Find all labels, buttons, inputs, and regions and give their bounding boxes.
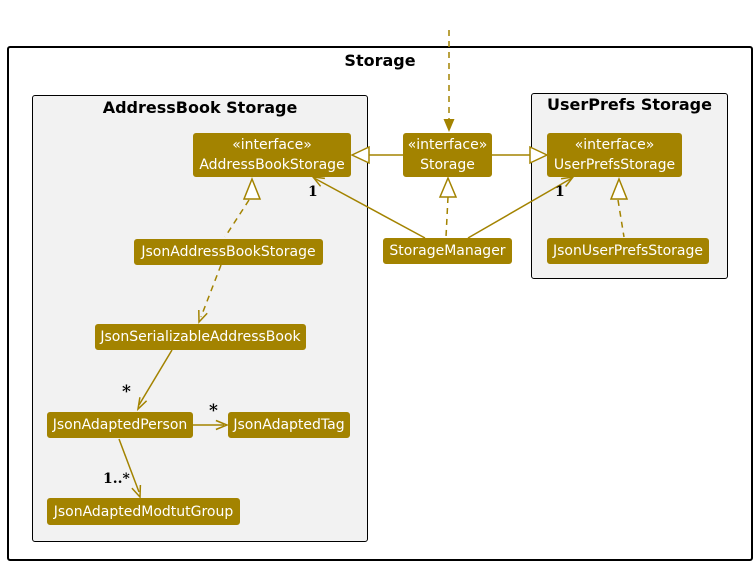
class-storage-stereotype: «interface» bbox=[407, 137, 488, 153]
class-storage-name: Storage bbox=[420, 157, 475, 173]
edge-jsonuserprefsstorage-implements-userprefsstorage bbox=[609, 176, 629, 238]
edge-jsonaddressbookstorage-uses-jsonserializableaddressbook bbox=[198, 264, 222, 324]
edge-storagemanager-to-userprefsstorage bbox=[467, 175, 575, 239]
edge-external-dependency-storage bbox=[443, 30, 455, 132]
edge-storage-extends-userprefsstorage bbox=[492, 145, 549, 165]
multiplicity-serializable-person: * bbox=[122, 382, 131, 402]
class-jsonadaptedmodtutgroup: JsonAdaptedModtutGroup bbox=[47, 498, 240, 525]
multiplicity-person-modtutgroup: 1..* bbox=[103, 471, 130, 487]
edge-storagemanager-to-addressbookstorage bbox=[311, 176, 426, 239]
edge-jsonadaptedperson-to-jsonadaptedmodtutgroup bbox=[118, 438, 142, 499]
edge-storagemanager-implements-storage bbox=[438, 176, 458, 238]
class-jsonadaptedperson: JsonAdaptedPerson bbox=[47, 412, 193, 438]
multiplicity-manager-userprefsstorage: 1 bbox=[555, 184, 565, 200]
class-storage-interface: «interface» Storage bbox=[403, 133, 492, 177]
class-jsonaddressbookstorage: JsonAddressBookStorage bbox=[134, 239, 323, 265]
class-addressbookstorage-interface: «interface» AddressBookStorage bbox=[193, 133, 351, 177]
multiplicity-person-tag: * bbox=[209, 401, 218, 421]
multiplicity-manager-addressbookstorage: 1 bbox=[308, 184, 318, 200]
class-userprefsstorage-stereotype: «interface» bbox=[574, 137, 655, 153]
class-userprefsstorage-interface: «interface» UserPrefsStorage bbox=[547, 133, 682, 177]
class-addressbookstorage-stereotype: «interface» bbox=[232, 137, 312, 153]
class-userprefsstorage-name: UserPrefsStorage bbox=[553, 157, 676, 173]
class-jsonserializableaddressbook: JsonSerializableAddressBook bbox=[95, 324, 306, 350]
edge-jsonserializableaddressbook-to-jsonadaptedperson bbox=[136, 349, 173, 412]
class-addressbookstorage-name: AddressBookStorage bbox=[199, 157, 345, 173]
edge-jsonadaptedperson-to-jsonadaptedtag bbox=[193, 419, 229, 431]
class-jsonuserprefsstorage: JsonUserPrefsStorage bbox=[547, 238, 709, 264]
edge-jsonaddressbookstorage-implements-addressbookstorage bbox=[224, 176, 262, 238]
edge-storage-extends-addressbookstorage bbox=[350, 145, 403, 165]
class-storagemanager: StorageManager bbox=[383, 238, 512, 264]
class-jsonadaptedtag: JsonAdaptedTag bbox=[228, 412, 350, 438]
